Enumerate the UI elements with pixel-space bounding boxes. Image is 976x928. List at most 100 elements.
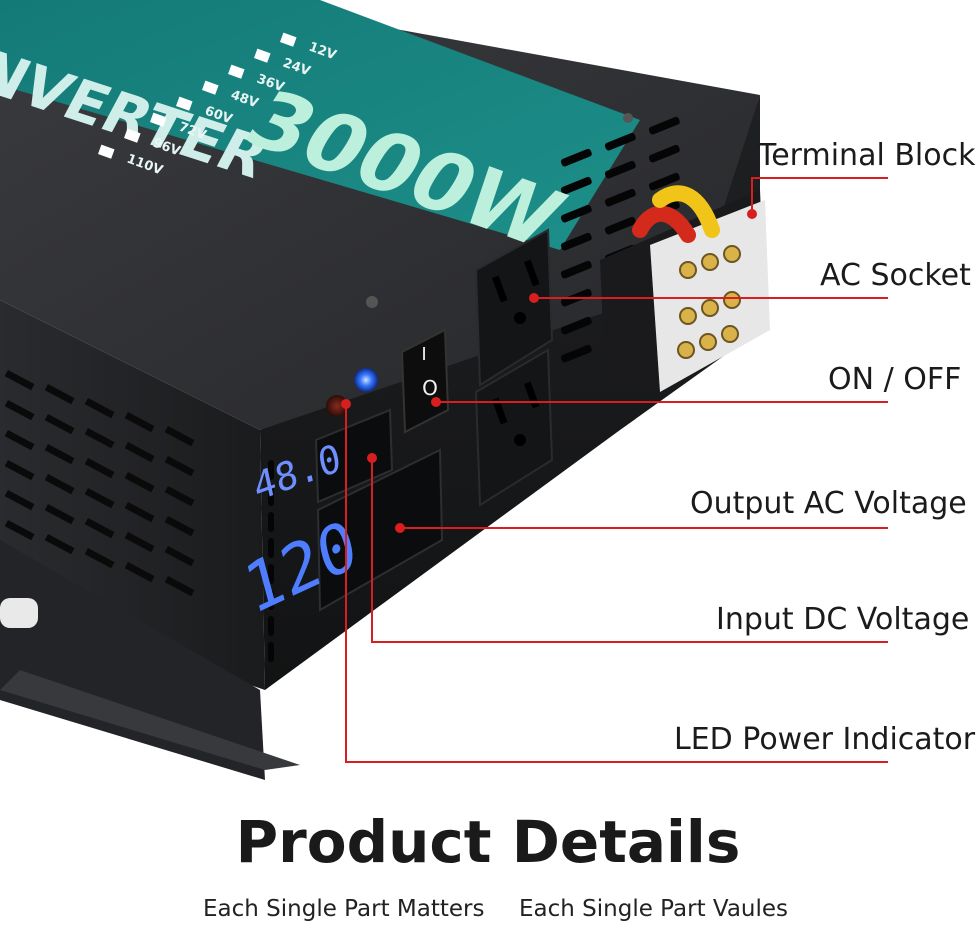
vent-slot [124, 412, 155, 433]
vent-slot [560, 260, 592, 279]
vent-slot [124, 472, 155, 493]
vent-slot [4, 430, 35, 451]
tagline-2: Each Single Part Vaules [519, 896, 789, 922]
vent-slot [44, 474, 75, 495]
screw [623, 113, 633, 123]
vent-slot [560, 316, 592, 335]
page-title: Product Details [235, 808, 741, 876]
vent-slot [44, 534, 75, 555]
vent-slot [268, 486, 274, 506]
vent-slot [560, 204, 592, 223]
vent-slot [84, 428, 115, 449]
yellow-cable [652, 185, 720, 238]
terminal-screw-icon [699, 333, 717, 351]
terminal-screw-icon [701, 253, 719, 271]
callout-on-off: ON / OFF [828, 362, 962, 397]
ac-display [316, 448, 444, 612]
vent-slot [268, 590, 274, 610]
terminal-screws [677, 245, 741, 359]
callout-led: LED Power Indicator [674, 722, 976, 757]
vent-slot [124, 532, 155, 553]
vent-slot [164, 485, 195, 507]
terminal-screw-icon [723, 245, 741, 263]
vent-slot [560, 148, 592, 167]
vent-slot [268, 564, 274, 584]
line-terminal-block [751, 177, 888, 214]
vent-slot [268, 512, 274, 532]
vent-slot [4, 490, 35, 511]
vent-slot [268, 538, 274, 558]
switch-off-label: O [422, 376, 438, 400]
vent-slot [84, 548, 115, 569]
vent-slot [648, 172, 680, 191]
outlet-slot [524, 259, 540, 287]
callout-output-ac: Output AC Voltage [690, 486, 967, 521]
dc-display [314, 408, 394, 504]
outlet-slot [492, 397, 508, 425]
vent-slot [164, 576, 195, 597]
vent-slot [4, 370, 35, 391]
voltage-checkbox-icon [176, 96, 193, 111]
vent-slot [124, 561, 155, 583]
vent-slot [648, 116, 680, 135]
vent-slot [4, 460, 35, 481]
vent-slot [124, 502, 155, 523]
line-input-dc [371, 458, 888, 643]
blue-led-icon [354, 368, 378, 392]
vent-slot [268, 460, 274, 480]
voltage-checkbox-icon [150, 112, 167, 127]
outlet-ground [514, 312, 526, 324]
outlet-slot [492, 275, 508, 303]
terminal-screw-icon [679, 261, 697, 279]
left-vent-grille [4, 370, 195, 597]
vent-slot [560, 176, 592, 195]
ac-outlet-lower[interactable] [474, 348, 554, 507]
vent-slot [164, 455, 195, 477]
vent-slot [604, 188, 636, 207]
vent-slot [4, 520, 35, 541]
vent-slot [84, 458, 115, 479]
callout-lines [341, 177, 888, 763]
switch-on-label: I [421, 344, 426, 365]
terminal-screw-icon [701, 299, 719, 317]
vent-slot [44, 443, 75, 465]
callout-ac-socket: AC Socket [820, 258, 971, 293]
vent-slot [268, 616, 274, 636]
terminal-screw-icon [721, 325, 739, 343]
callout-terminal-block: Terminal Block [758, 138, 976, 173]
vent-slot [268, 642, 274, 662]
vent-slot [44, 503, 75, 525]
voltage-checkbox-icon [254, 48, 271, 63]
voltage-checkbox-icon [279, 32, 297, 47]
voltage-checkbox-icon [227, 64, 245, 79]
voltage-checkbox-icon [202, 80, 219, 95]
vent-slot [44, 383, 75, 405]
ac-outlet-upper[interactable] [474, 228, 554, 387]
terminal-screw-icon [677, 341, 695, 359]
voltage-checkbox-icon [124, 128, 141, 143]
vent-slot [604, 160, 636, 179]
line-led [345, 404, 888, 763]
vent-slot [124, 442, 155, 463]
vent-slot [604, 216, 636, 235]
teal-label-panel [0, 0, 640, 250]
vent-slot [560, 344, 592, 363]
vent-slot [164, 426, 195, 447]
tagline-1: Each Single Part Matters [203, 896, 485, 922]
mounting-bracket-lip [0, 670, 300, 770]
terminal-screw-icon [723, 291, 741, 309]
vent-slot [84, 488, 115, 509]
bracket-slot [0, 598, 38, 628]
vent-slot [84, 518, 115, 539]
vent-slot [4, 400, 35, 421]
outlet-ground [514, 434, 526, 446]
vent-slot [560, 232, 592, 251]
red-cable [632, 205, 696, 243]
vent-slot [164, 546, 195, 567]
voltage-checkbox-icon [98, 144, 115, 159]
vent-slot [164, 516, 195, 537]
vent-slot [604, 132, 636, 151]
vent-slot [84, 398, 115, 419]
terminal-screw-icon [679, 307, 697, 325]
